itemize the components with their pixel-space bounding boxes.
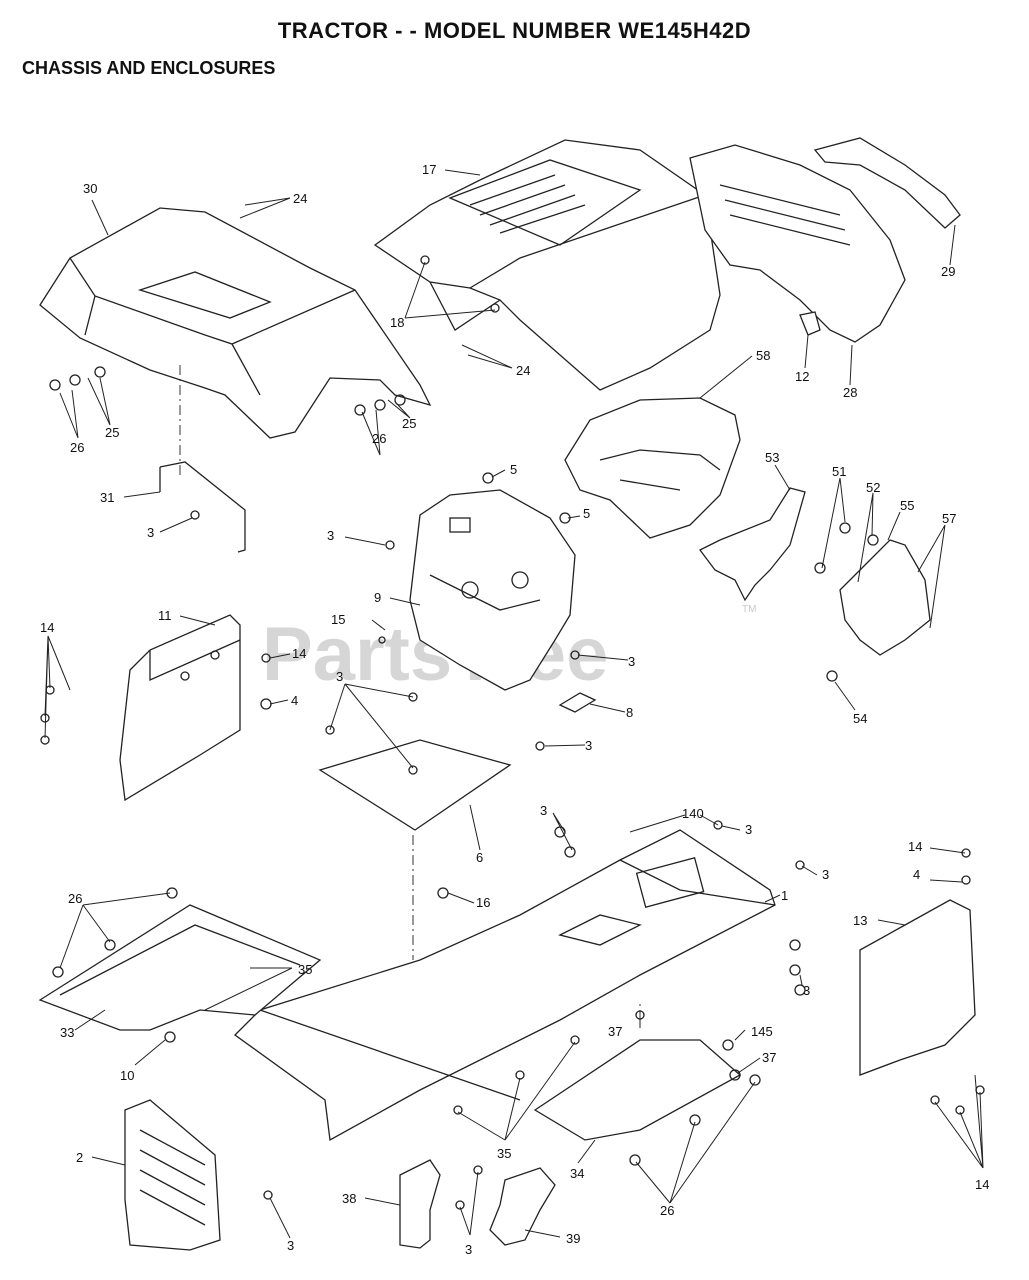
callout-3[interactable]: 3 [147,525,154,540]
part-58-shroud[interactable] [564,397,741,539]
callout-37[interactable]: 37 [608,1024,622,1039]
part-8-clip[interactable] [558,692,597,713]
callout-3[interactable]: 3 [822,867,829,882]
callout-25[interactable]: 25 [105,425,119,440]
part-2-front-guard[interactable] [124,1099,221,1251]
callout-55[interactable]: 55 [900,498,914,513]
watermark-tm: TM [742,604,756,615]
callout-24[interactable]: 24 [293,191,307,206]
callout-37[interactable]: 37 [762,1050,776,1065]
callout-3[interactable]: 3 [287,1238,294,1253]
callout-3[interactable]: 3 [540,803,547,818]
callout-34[interactable]: 34 [570,1166,584,1181]
part-grille-assembly[interactable] [689,137,961,343]
callout-1[interactable]: 1 [781,888,788,903]
part-17-hood[interactable] [373,139,721,391]
callout-140[interactable]: 140 [682,806,704,821]
part-1-main-frame[interactable] [234,829,776,1142]
callout-13[interactable]: 13 [853,913,867,928]
part-53-bracket[interactable] [699,487,806,602]
callout-10[interactable]: 10 [120,1068,134,1083]
callout-30[interactable]: 30 [83,181,97,196]
callout-58[interactable]: 58 [756,348,770,363]
callout-14[interactable]: 14 [292,646,306,661]
callout-28[interactable]: 28 [843,385,857,400]
callout-16[interactable]: 16 [476,895,490,910]
callout-8[interactable]: 8 [626,705,633,720]
callout-57[interactable]: 57 [942,511,956,526]
callout-3[interactable]: 3 [465,1242,472,1257]
part-11-left-side-panel[interactable] [119,614,241,802]
callout-3[interactable]: 3 [327,528,334,543]
callout-35[interactable]: 35 [497,1146,511,1161]
callout-3[interactable]: 3 [585,738,592,753]
page-title: TRACTOR - - MODEL NUMBER WE145H42D [277,18,752,43]
callout-5[interactable]: 5 [583,506,590,521]
part-38-bracket[interactable] [399,1159,441,1249]
part-13-right-side-panel[interactable] [859,899,976,1076]
callout-14[interactable]: 14 [908,839,922,854]
callout-29[interactable]: 29 [941,264,955,279]
callout-12[interactable]: 12 [795,369,809,384]
callout-39[interactable]: 39 [566,1231,580,1246]
callout-52[interactable]: 52 [866,480,880,495]
part-33-footrest[interactable] [38,904,322,1031]
callout-17[interactable]: 17 [422,162,436,177]
callout-labels: 30 24 17 29 18 12 28 24 58 25 26 26 25 5… [40,162,989,1257]
section-subtitle: CHASSIS AND ENCLOSURES [22,58,276,78]
part-6-floor-plate[interactable] [318,739,512,831]
part-31-bracket[interactable] [159,461,246,553]
callout-54[interactable]: 54 [853,711,867,726]
part-39-bracket[interactable] [489,1167,556,1246]
part-9-dash-panel[interactable] [409,489,576,691]
callout-31[interactable]: 31 [100,490,114,505]
callout-25[interactable]: 25 [402,416,416,431]
callout-4[interactable]: 4 [291,693,298,708]
callout-3[interactable]: 3 [336,669,343,684]
callout-26[interactable]: 26 [68,891,82,906]
hardware-fasteners [40,255,985,1210]
callout-24[interactable]: 24 [516,363,530,378]
callout-3[interactable]: 3 [803,983,810,998]
callout-2[interactable]: 2 [76,1150,83,1165]
callout-18[interactable]: 18 [390,315,404,330]
callout-4[interactable]: 4 [913,867,920,882]
callout-3[interactable]: 3 [745,822,752,837]
callout-9[interactable]: 9 [374,590,381,605]
callout-145[interactable]: 145 [751,1024,773,1039]
callout-53[interactable]: 53 [765,450,779,465]
leader-lines [44,169,984,1239]
callout-38[interactable]: 38 [342,1191,356,1206]
callout-14[interactable]: 14 [40,620,54,635]
callout-51[interactable]: 51 [832,464,846,479]
callout-6[interactable]: 6 [476,850,483,865]
callout-15[interactable]: 15 [331,612,345,627]
callout-11[interactable]: 11 [158,608,172,623]
callout-26[interactable]: 26 [70,440,84,455]
callout-35[interactable]: 35 [298,962,312,977]
callout-3[interactable]: 3 [628,654,635,669]
callout-26[interactable]: 26 [660,1203,674,1218]
callout-14[interactable]: 14 [975,1177,989,1192]
callout-5[interactable]: 5 [510,462,517,477]
callout-33[interactable]: 33 [60,1025,74,1040]
part-30-fender[interactable] [39,207,432,439]
callout-26[interactable]: 26 [372,431,386,446]
part-55-steering-bracket[interactable] [814,522,931,682]
